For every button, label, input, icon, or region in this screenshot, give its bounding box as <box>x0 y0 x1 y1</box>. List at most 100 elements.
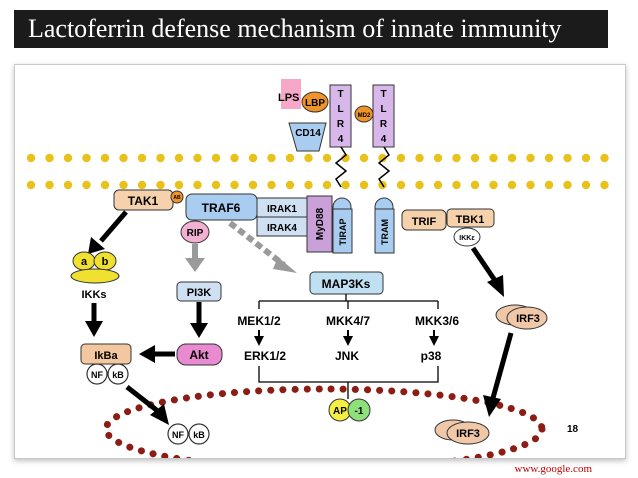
nfkb-translocation-shaft <box>125 385 161 414</box>
membrane-dot <box>544 180 554 190</box>
irf3-shape <box>506 306 548 330</box>
membrane-dot <box>600 180 609 190</box>
ikk-gamma-shape <box>70 268 120 284</box>
membrane-dot <box>82 153 91 163</box>
tlr4-right-letter-t: T <box>380 89 386 100</box>
membrane-dot <box>304 153 313 163</box>
myd88-label: MyD88 <box>315 207 326 240</box>
cd14-shape <box>288 122 327 152</box>
kb-label: kB <box>112 370 124 380</box>
tlr4-left-letter-l: L <box>337 104 343 115</box>
membrane-dot <box>248 180 258 190</box>
membrane-dot <box>341 180 350 190</box>
membrane-dot <box>322 153 332 163</box>
tram-shape <box>374 208 395 254</box>
ikk-b-label: b <box>102 256 109 268</box>
trif-label: TRIF <box>412 216 437 228</box>
lbp-label: LBP <box>305 98 325 109</box>
membrane-dot <box>63 153 73 163</box>
mapk-convergence-lines <box>258 366 439 399</box>
membrane-dot <box>433 153 443 163</box>
ikk-a-label: a <box>81 256 88 268</box>
tlr4-right-letter-r: R <box>380 119 388 130</box>
membrane-dot <box>230 153 239 163</box>
erk12-label: ERK1/2 <box>244 349 286 363</box>
membrane-dot <box>156 153 165 163</box>
membrane-dot <box>119 180 128 190</box>
nfkb-translocation-arrow <box>150 404 169 425</box>
tlr4-right <box>372 84 395 148</box>
membrane-dot <box>137 153 147 163</box>
tlr4-right-letter-l: L <box>380 104 386 115</box>
membrane-dot <box>45 153 54 163</box>
jnk-label: JNK <box>335 349 359 363</box>
membrane-dot <box>563 153 572 163</box>
membrane-dot <box>470 180 480 190</box>
membrane-dot <box>211 153 221 163</box>
rip-shape <box>180 220 210 244</box>
membrane-dot <box>174 180 184 190</box>
tlr4-left-transmembrane <box>334 146 348 188</box>
membrane-dot <box>82 180 91 190</box>
tak1-to-ikk-shaft <box>99 210 128 243</box>
irf3-translocation-shaft <box>490 332 514 399</box>
tlr4-left <box>329 84 352 148</box>
traf6-to-map3ks-shaft <box>228 220 286 268</box>
lps-label: LPS <box>278 92 299 104</box>
tbk1-shape <box>446 208 495 228</box>
tirap-shape <box>332 208 353 254</box>
tram-label: TRAM <box>380 219 390 245</box>
irak4-label: IRAK4 <box>267 223 297 234</box>
tirap-label: TIRAP <box>338 219 348 246</box>
source-credit: www.google.com <box>514 463 593 475</box>
membrane-dot <box>396 180 406 190</box>
kb-shape <box>107 363 129 385</box>
membrane-dot <box>452 180 461 190</box>
mkk36-label: MKK3/6 <box>415 314 459 328</box>
pi3k-to-akt-arrow <box>190 323 208 338</box>
membrane-dot <box>137 180 147 190</box>
myd88-shape <box>306 195 333 253</box>
membrane-dot <box>63 180 73 190</box>
irak4-shape <box>256 216 308 237</box>
kb-nuclear-shape <box>188 423 210 445</box>
lbp-shape <box>301 91 329 113</box>
mek12-label: MEK1/2 <box>237 314 281 328</box>
membrane-dot <box>193 180 202 190</box>
membrane-dot <box>285 180 295 190</box>
ikba-shape <box>80 343 132 365</box>
tak1-ab-label: AB <box>173 195 181 201</box>
page-number: 18 <box>567 424 579 435</box>
cell-membrane <box>26 153 609 190</box>
traf6-shape <box>185 193 258 221</box>
tak1-to-ikk-arrow <box>88 237 105 254</box>
membrane-dot <box>174 153 184 163</box>
membrane-dot <box>581 153 591 163</box>
tlr4-left-letter-4: 4 <box>338 134 344 145</box>
map3ks-branches <box>258 294 439 309</box>
membrane-dot <box>304 180 313 190</box>
tak1-label: TAK1 <box>128 194 159 208</box>
membrane-dot <box>100 180 110 190</box>
membrane-dot <box>211 180 221 190</box>
ap1-label: -1 <box>355 406 364 417</box>
membrane-dot <box>119 153 128 163</box>
membrane-dot <box>581 180 591 190</box>
membrane-dot <box>267 153 276 163</box>
irf3-nuclear-label: IRF3 <box>456 428 480 440</box>
ap1-shape <box>347 398 371 422</box>
membrane-dot <box>359 153 369 163</box>
membrane-dot <box>193 153 202 163</box>
nf-label: NF <box>91 370 103 380</box>
rip-to-pi3k-arrow <box>185 258 205 272</box>
membrane-dot <box>600 153 609 163</box>
p38-label: p38 <box>421 349 442 363</box>
akt-label: Akt <box>189 348 208 362</box>
akt-to-ikba-arrow <box>139 345 155 363</box>
pi3k-label: PI3K <box>187 287 212 299</box>
nf-shape <box>86 363 108 385</box>
irf3-label: IRF3 <box>516 313 540 325</box>
ikk-to-ikba-arrow <box>85 321 103 337</box>
membrane-dot <box>415 180 424 190</box>
irf3-translocation-arrow <box>483 395 501 417</box>
